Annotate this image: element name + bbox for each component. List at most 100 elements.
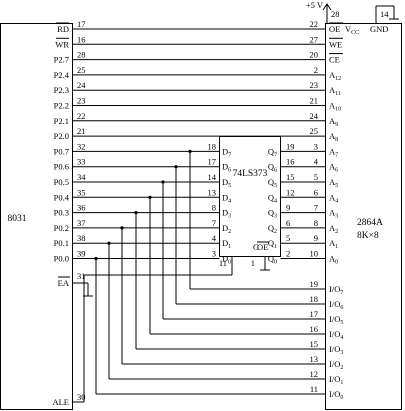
mcu-pin-7: 21 (77, 126, 86, 136)
latch-in-label-7: D0 (222, 254, 231, 266)
mcu-ea-pin: 31 (77, 271, 86, 281)
gnd-pin: 14 (380, 9, 389, 19)
mem-pin-top-2: 20 (310, 50, 319, 60)
mcu-pin-11: 35 (77, 187, 86, 197)
mcu-pin-8: 32 (77, 141, 86, 151)
chip-2864a (325, 23, 402, 410)
junction-dot-6 (107, 241, 111, 245)
mcu-pin-3: 25 (77, 65, 86, 75)
mcu-signal-0: RD (57, 24, 69, 34)
supply-label: +5 V (306, 0, 324, 10)
mcu-signal-15: P0.0 (54, 254, 69, 264)
mem-io-pin-2: 17 (310, 309, 319, 319)
chip-8031 (0, 23, 73, 410)
mem-io-pin-0: 19 (310, 279, 319, 289)
mem-io-pin-5: 13 (310, 354, 319, 364)
mem-addr-pin-1: 4 (314, 157, 319, 167)
mem-io-pin-4: 15 (310, 339, 319, 349)
latch-oe-pin: 1 (251, 258, 255, 268)
mcu-pin-14: 38 (77, 233, 86, 243)
latch-out-pin-7: 2 (286, 249, 290, 259)
latch-in-label-3: D4 (222, 192, 231, 204)
mem-pin-top-3: 2 (314, 65, 318, 75)
latch-in-pin-4: 8 (212, 203, 216, 213)
mcu-name: 8031 (8, 214, 27, 224)
mem-addr-pin-7: 10 (310, 249, 319, 259)
mcu-ale-pin: 30 (77, 392, 86, 402)
latch-out-label-1: Q6 (268, 162, 277, 174)
eeprom-name: 2864A (357, 218, 383, 228)
latch-in-pin-7: 3 (212, 249, 216, 259)
mcu-signal-13: P0.2 (54, 223, 69, 233)
latch-g-pin: 11 (219, 258, 227, 268)
latch-out-label-7: Q0 (268, 254, 277, 266)
mem-addr-label-lo-5: A2 (329, 223, 338, 235)
mem-io-label-7: I/O0 (329, 389, 343, 401)
latch-in-pin-2: 14 (208, 172, 217, 182)
mem-pin-top-4: 23 (310, 80, 319, 90)
mcu-signal-3: P2.4 (54, 70, 70, 80)
mcu-pin-9: 33 (77, 157, 86, 167)
mcu-signal-2: P2.7 (54, 55, 69, 65)
mem-ctrl-label-2: CE (329, 55, 340, 65)
latch-out-label-2: Q5 (268, 177, 277, 189)
junction-dot-1 (174, 165, 178, 169)
mem-pin-top-1: 27 (310, 34, 319, 44)
latch-out-pin-2: 15 (286, 172, 295, 182)
latch-out-pin-4: 9 (286, 203, 290, 213)
mcu-ea-label: EA (58, 278, 70, 288)
mcu-pin-12: 36 (77, 203, 86, 213)
latch-in-label-6: D1 (222, 238, 231, 250)
mem-addr-label-lo-7: A0 (329, 254, 338, 266)
mem-addr-pin-0: 3 (314, 141, 318, 151)
latch-oe-label: OE (257, 242, 268, 252)
mem-io-label-4: I/O3 (329, 344, 343, 356)
latch-in-pin-3: 13 (208, 187, 217, 197)
mem-io-label-6: I/O1 (329, 374, 343, 386)
mcu-signal-5: P2.2 (54, 101, 69, 111)
latch-in-pin-6: 4 (212, 233, 217, 243)
mcu-signal-4: P2.3 (54, 85, 69, 95)
mem-pin-top-6: 24 (310, 111, 319, 121)
latch-in-label-5: D2 (222, 223, 231, 235)
eeprom-capacity: 8K×8 (357, 231, 379, 241)
mcu-pin-0: 17 (77, 19, 86, 29)
mcu-pin-13: 37 (77, 218, 86, 228)
junction-dot-3 (148, 195, 152, 199)
latch-out-label-4: Q3 (268, 208, 277, 220)
mem-io-label-5: I/O2 (329, 359, 343, 371)
latch-out-label-6: Q1 (268, 238, 277, 250)
latch-in-pin-5: 7 (212, 218, 216, 228)
mem-addr-label-6: A9 (329, 116, 338, 128)
mem-addr-label-lo-2: A5 (329, 177, 338, 189)
mcu-pin-15: 39 (77, 249, 86, 259)
mcu-pin-6: 22 (77, 111, 86, 121)
mcu-signal-9: P0.6 (54, 162, 69, 172)
latch-in-label-4: D3 (222, 208, 231, 220)
mcu-signal-10: P0.5 (54, 177, 69, 187)
mem-io-label-1: I/O6 (329, 299, 343, 311)
mem-io-label-2: I/O5 (329, 314, 343, 326)
mem-addr-pin-5: 8 (314, 218, 318, 228)
latch-name: 74LS373 (233, 169, 268, 179)
mem-io-label-0: I/O7 (329, 284, 343, 296)
latch-out-pin-1: 16 (286, 157, 295, 167)
mem-addr-label-lo-4: A3 (329, 208, 338, 220)
mem-addr-pin-4: 7 (314, 203, 318, 213)
mem-addr-label-lo-0: A7 (329, 146, 338, 158)
mem-addr-label-5: A10 (329, 101, 341, 113)
latch-in-label-1: D6 (222, 162, 231, 174)
mem-io-pin-3: 16 (310, 324, 319, 334)
mcu-pin-10: 34 (77, 172, 86, 182)
mcu-ale-label: ALE (52, 397, 69, 407)
latch-out-pin-6: 5 (286, 233, 290, 243)
latch-out-pin-0: 19 (286, 141, 295, 151)
mem-pin-top-7: 25 (310, 126, 319, 136)
mcu-signal-7: P2.0 (54, 131, 69, 141)
vcc-pin: 28 (331, 9, 340, 19)
latch-in-pin-1: 17 (208, 157, 217, 167)
mcu-pin-4: 24 (77, 80, 86, 90)
mcu-signal-6: P2.1 (54, 116, 69, 126)
